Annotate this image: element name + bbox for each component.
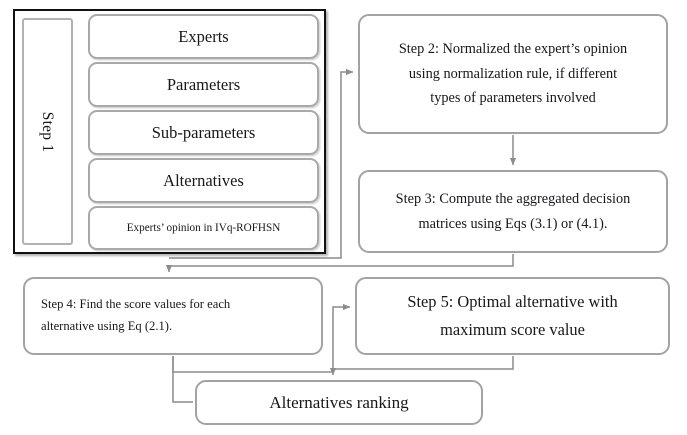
step3-line-2: matrices using Eqs (3.1) or (4.1). xyxy=(418,215,608,232)
step5-box[interactable]: Step 5: Optimal alternative with maximum… xyxy=(355,277,670,355)
alternatives-ranking-label: Alternatives ranking xyxy=(269,392,409,412)
step1-item-parameters[interactable]: Parameters xyxy=(88,62,319,107)
alternatives-ranking-box[interactable]: Alternatives ranking xyxy=(195,380,483,425)
step5-text: Step 5: Optimal alternative with maximum… xyxy=(357,288,668,344)
step2-line-3: types of parameters involved xyxy=(430,90,596,107)
step4-box[interactable]: Step 4: Find the score values for each a… xyxy=(23,277,323,355)
step2-line-1: Step 2: Normalized the expert’s opinion xyxy=(398,41,628,58)
connector-step4-to-ranking xyxy=(172,356,193,403)
step4-line-1: Step 4: Find the score values for each xyxy=(41,297,231,312)
step1-item-sub-parameters[interactable]: Sub-parameters xyxy=(88,110,319,155)
step3-text: Step 3: Compute the aggregated decision … xyxy=(360,187,666,236)
step1-item-alternatives[interactable]: Alternatives xyxy=(88,158,319,203)
step1-item-label: Parameters xyxy=(166,74,241,94)
step5-line-1: Step 5: Optimal alternative with xyxy=(407,291,618,311)
step3-line-1: Step 3: Compute the aggregated decision xyxy=(395,190,631,207)
step1-item-label: Sub-parameters xyxy=(151,122,256,142)
step1-item-label: Experts xyxy=(178,26,229,46)
step5-line-2: maximum score value xyxy=(440,320,585,339)
step1-label: Step 1 xyxy=(39,111,57,152)
step1-item-experts-opinion[interactable]: Experts’ opinion in IVq-ROFHSN xyxy=(88,206,319,250)
connector-step5-to-ranking xyxy=(329,356,514,376)
step3-box[interactable]: Step 3: Compute the aggregated decision … xyxy=(358,170,668,253)
step2-box[interactable]: Step 2: Normalized the expert’s opinion … xyxy=(358,14,668,134)
step2-text: Step 2: Normalized the expert’s opinion … xyxy=(360,37,666,111)
connector-step3-to-step4 xyxy=(165,254,514,273)
step1-item-experts[interactable]: Experts xyxy=(88,14,319,59)
step4-line-2: alternative using Eq (2.1). xyxy=(41,319,173,333)
step1-item-label: Alternatives xyxy=(163,170,244,190)
step2-line-2: using normalization rule, if different xyxy=(408,65,618,82)
step4-text: Step 4: Find the score values for each a… xyxy=(25,294,321,337)
step1-label-rail: Step 1 xyxy=(22,18,73,245)
step1-item-label: Experts’ opinion in IVq-ROFHSN xyxy=(126,222,281,234)
